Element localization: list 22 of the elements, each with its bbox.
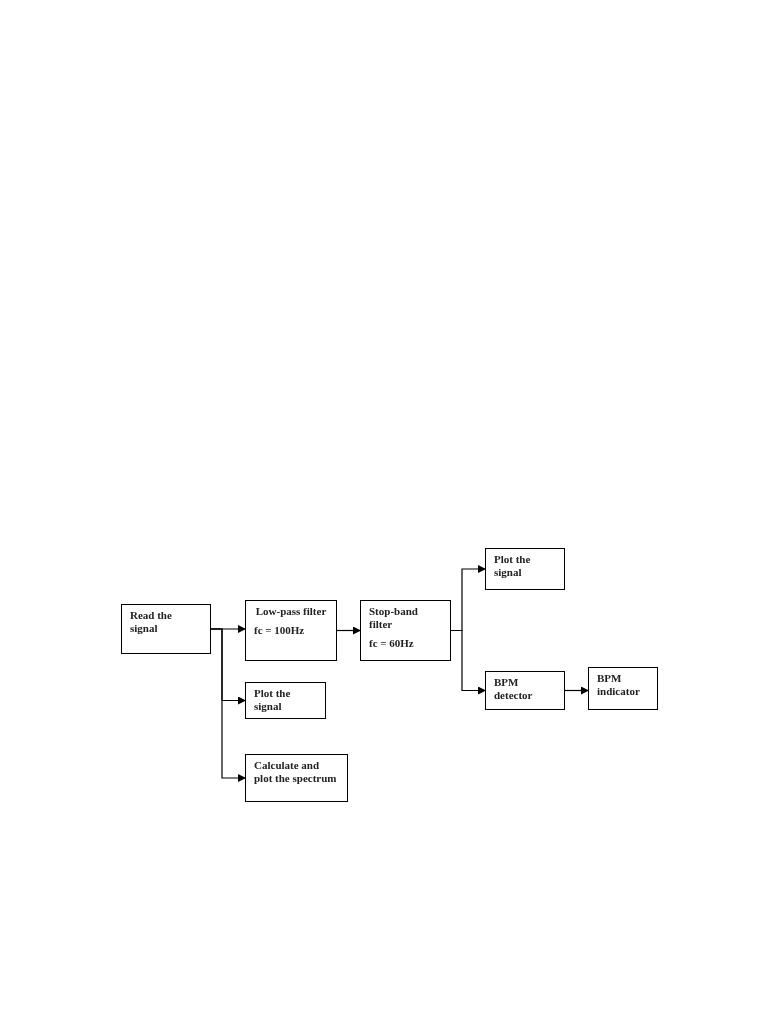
process-box [588, 667, 658, 710]
process-box [245, 754, 348, 802]
process-box [360, 600, 451, 661]
box-text: fc = 60Hz [369, 637, 415, 650]
arrow [564, 686, 589, 695]
process-box [121, 604, 211, 654]
arrow [336, 626, 361, 635]
process-box [245, 600, 337, 661]
process-box [245, 682, 326, 719]
process-box [485, 671, 565, 710]
box-text: BPM detector [494, 676, 534, 702]
box-text: Plot the signal [254, 687, 292, 713]
box-text: Plot the signal [494, 553, 532, 579]
arrow [210, 628, 246, 782]
box-text: Stop-band filter [369, 605, 419, 631]
box-text: Calculate and plot the spectrum [254, 759, 338, 785]
box-text: fc = 100Hz [254, 624, 306, 637]
process-box [485, 548, 565, 590]
box-text: Low-pass filter [254, 605, 328, 618]
box-text: Read the signal [130, 609, 173, 635]
arrow [450, 629, 486, 695]
box-text: BPM indicator [597, 672, 641, 698]
